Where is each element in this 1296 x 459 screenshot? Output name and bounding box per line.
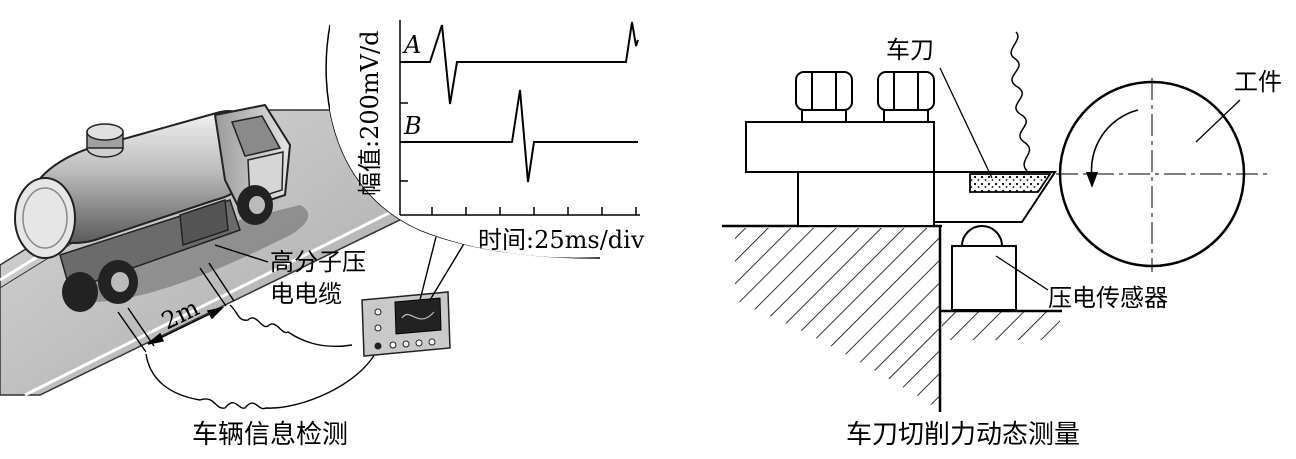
cutting-tool-insert [969,173,1052,193]
scope-axes [399,20,640,216]
tool-label: 车刀 [886,36,934,64]
piezo-cable-strips [117,244,269,353]
cable-label-line2: 电电缆 [270,280,342,308]
label-leaders [939,67,1241,291]
trace-b [400,89,638,183]
left-caption: 车辆信息检测 [192,420,349,450]
trace-a-label: A [404,31,422,59]
signal-wires [145,304,378,410]
tool-holder [745,121,1057,227]
clamp-bolts [795,71,935,123]
oscilloscope-device [361,291,451,357]
cable-label-line1: 高分子压 [270,248,366,276]
piezo-sensor [951,225,1017,311]
trace-a [400,21,639,105]
y-axis-label: 幅值:200mV/d [356,30,384,196]
sensor-label: 压电传感器 [1048,284,1168,312]
trace-b-label: B [404,112,422,140]
distance-arrow [147,306,225,345]
chip-spiral [1010,31,1031,173]
workpiece-label: 工件 [1234,68,1282,96]
workpiece [1056,78,1270,272]
tanker-truck [14,103,309,312]
x-axis-label: 时间:25ms/div [478,226,645,254]
right-caption: 车刀切削力动态测量 [846,420,1081,450]
